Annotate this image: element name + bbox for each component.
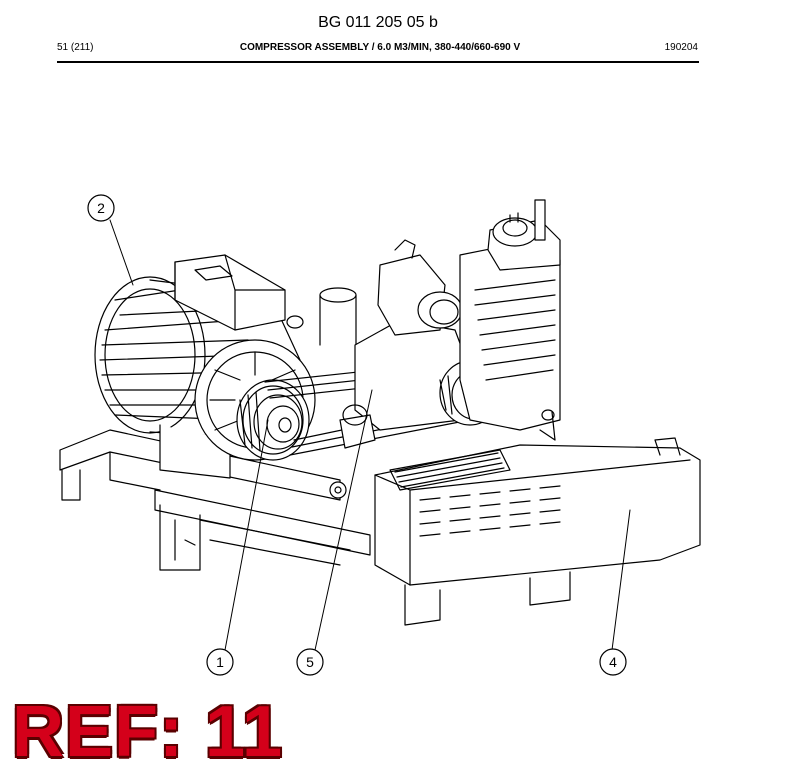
- callout-5-label: 5: [306, 654, 314, 670]
- callout-2-label: 2: [97, 200, 105, 216]
- reference-stamp: REF: 11: [12, 692, 284, 772]
- document-date: 190204: [664, 42, 698, 53]
- callout-4: 4: [599, 648, 627, 676]
- page-number: 51 (211): [57, 42, 94, 53]
- leader-lines: [109, 219, 631, 651]
- compressor-block: [339, 199, 561, 449]
- callout-1: 1: [206, 648, 234, 676]
- document-id: BG 011 205 05 b: [318, 14, 438, 31]
- belt-guard: [374, 437, 701, 626]
- callout-4-label: 4: [609, 654, 617, 670]
- motor-pulley: [236, 379, 310, 461]
- filter-cylinder: [319, 287, 357, 346]
- header-rule: [57, 61, 699, 63]
- callout-1-label: 1: [216, 654, 224, 670]
- document-title: COMPRESSOR ASSEMBLY / 6.0 M3/MIN, 380-44…: [239, 42, 521, 53]
- callout-5: 5: [296, 648, 324, 676]
- callout-2: 2: [87, 194, 115, 222]
